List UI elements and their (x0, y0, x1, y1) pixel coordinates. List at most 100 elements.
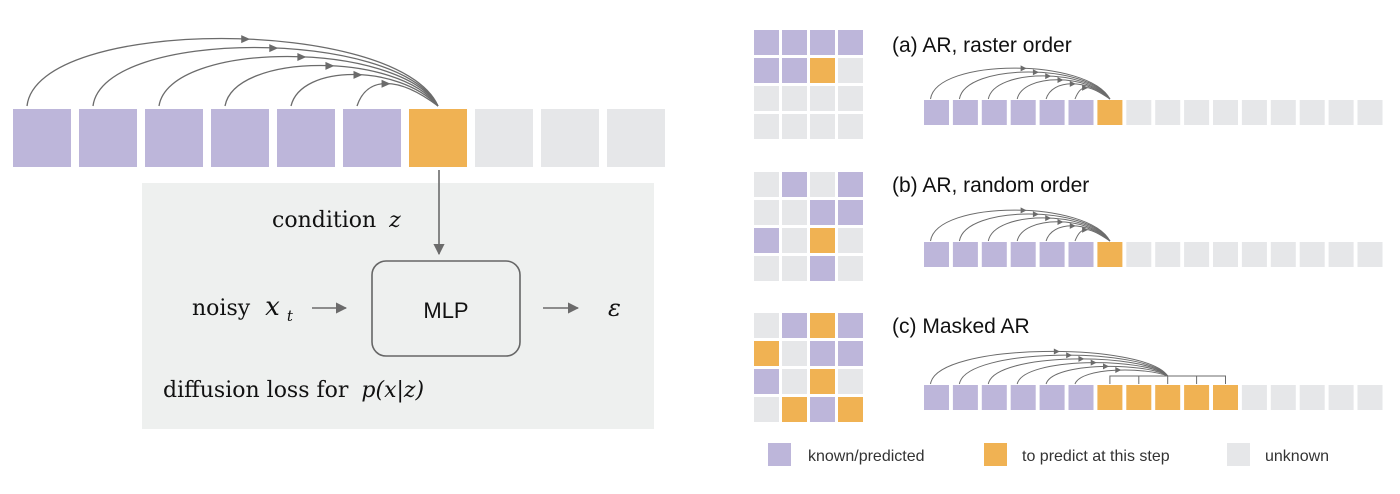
grid-cell-unknown (754, 172, 779, 197)
diffusion-loss-label: diffusion loss for p(x|z) (163, 378, 424, 403)
seq-token-unknown (1270, 242, 1296, 267)
grid-cell-unknown (754, 397, 779, 422)
seq-token-known (981, 100, 1007, 125)
grid-cell-unknown (838, 256, 863, 281)
seq-token-predict (1184, 385, 1210, 410)
arc-arrowhead (1078, 355, 1085, 362)
legend-swatch-known (768, 443, 791, 466)
dependency-arc (356, 83, 439, 107)
seq-token-unknown (1126, 242, 1152, 267)
arc-arrowhead (1032, 211, 1039, 218)
dependency-arc (1074, 369, 1168, 385)
token-predict (409, 109, 467, 167)
mlp-box (371, 260, 521, 357)
grid-cell-unknown (838, 58, 863, 83)
ordering-panels (754, 30, 1383, 422)
grid-cell-known (782, 30, 807, 55)
grid-cell-unknown (810, 86, 835, 111)
seq-token-predict (1097, 385, 1123, 410)
token-known (79, 109, 137, 167)
seq-token-known (981, 385, 1007, 410)
seq-token-unknown (1299, 385, 1325, 410)
legend-swatch-predict (984, 443, 1007, 466)
seq-token-unknown (1328, 100, 1354, 125)
arc-arrowhead (1090, 359, 1097, 366)
panel-c (754, 313, 1383, 422)
grid-cell-known (754, 58, 779, 83)
grid-cell-unknown (754, 256, 779, 281)
seq-token-predict (1097, 242, 1123, 267)
seq-token-unknown (1357, 100, 1383, 125)
seq-token-unknown (1270, 100, 1296, 125)
dependency-arc (1045, 225, 1111, 242)
grid-cell-known (810, 397, 835, 422)
grid-cell-known (810, 30, 835, 55)
grid-cell-unknown (754, 86, 779, 111)
grid-cell-predict (810, 58, 835, 83)
dependency-arc (224, 64, 439, 107)
grid-cell-predict (810, 369, 835, 394)
arc-arrowhead (1020, 207, 1027, 214)
arc-arrowhead (1045, 215, 1052, 222)
seq-token-known (1010, 100, 1036, 125)
seq-token-predict (1097, 100, 1123, 125)
dependency-arc (1045, 365, 1168, 385)
seq-token-known (1010, 242, 1036, 267)
seq-token-known (924, 242, 949, 267)
legend-swatch-unknown (1227, 443, 1250, 466)
grid-cell-unknown (782, 86, 807, 111)
panel-a-label: (a) AR, raster order (892, 34, 1072, 57)
left-dependency-arcs (26, 35, 439, 107)
dependency-arc (987, 358, 1169, 385)
seq-token-known (1068, 242, 1094, 267)
seq-token-unknown (1155, 100, 1181, 125)
grid-cell-known (810, 200, 835, 225)
arc-arrowhead (297, 52, 307, 61)
grid-cell-unknown (754, 114, 779, 139)
legend-label-known: known/predicted (808, 448, 925, 465)
grid-cell-unknown (810, 172, 835, 197)
seq-token-unknown (1299, 242, 1325, 267)
seq-token-known (1068, 385, 1094, 410)
token-unknown (607, 109, 665, 167)
grid-cell-known (754, 228, 779, 253)
legend: known/predicted to predict at this step … (768, 443, 1329, 466)
seq-token-unknown (1126, 100, 1152, 125)
arc-arrowhead (325, 61, 335, 70)
seq-token-unknown (1184, 100, 1210, 125)
dependency-arc (958, 71, 1111, 100)
token-unknown (541, 109, 599, 167)
panel-c-label: (c) Masked AR (892, 315, 1030, 338)
dependency-arc (930, 209, 1111, 242)
seq-token-predict (1155, 385, 1181, 410)
dependency-arc (92, 46, 439, 107)
seq-token-known (1039, 100, 1065, 125)
grid-cell-unknown (782, 200, 807, 225)
grid-cell-predict (838, 397, 863, 422)
grid-cell-predict (810, 313, 835, 338)
arc-arrowhead (1103, 363, 1110, 370)
seq-token-predict (1213, 385, 1238, 410)
seq-token-unknown (1184, 242, 1210, 267)
token-known (145, 109, 203, 167)
seq-token-known (1039, 385, 1065, 410)
seq-token-known (1039, 242, 1065, 267)
grid-cell-unknown (810, 114, 835, 139)
grid-cell-unknown (782, 114, 807, 139)
dependency-arc (958, 354, 1169, 385)
seq-token-unknown (1328, 242, 1354, 267)
grid-cell-known (754, 369, 779, 394)
epsilon-output: ε (608, 294, 621, 322)
arc-arrowhead (353, 70, 363, 79)
seq-token-known (924, 100, 949, 125)
grid-cell-known (782, 58, 807, 83)
grid-cell-known (838, 172, 863, 197)
arc-arrowhead (1082, 84, 1089, 91)
grid-cell-known (838, 313, 863, 338)
arc-arrowhead (1032, 69, 1039, 76)
dependency-arc (987, 217, 1111, 242)
seq-token-unknown (1357, 385, 1383, 410)
token-known (13, 109, 71, 167)
grid-cell-unknown (838, 86, 863, 111)
